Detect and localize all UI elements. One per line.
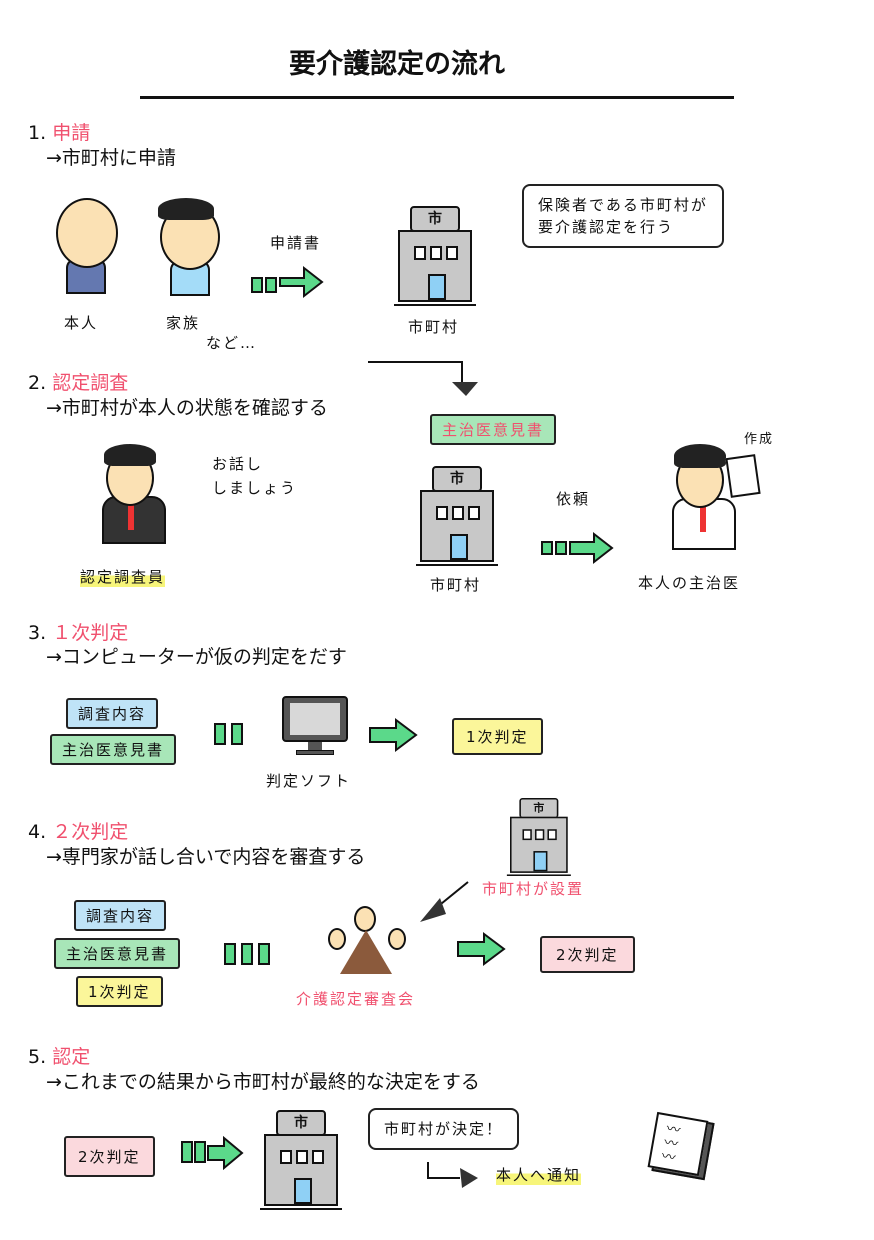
section-3-heading: 3. １次判定 xyxy=(28,622,129,644)
arrow-icon xyxy=(181,1136,244,1170)
city-hall-building-icon: 市 xyxy=(260,1110,342,1210)
result-first-judgment: 1次判定 xyxy=(452,718,543,755)
committee-meeting-icon xyxy=(326,906,410,976)
label-software: 判定ソフト xyxy=(266,772,352,790)
section-3-desc: →コンピューターが仮の判定をだす xyxy=(46,646,347,668)
doctor-illustration xyxy=(666,440,766,555)
label-request: 依頼 xyxy=(556,490,591,508)
section-5-heading: 5. 認定 xyxy=(28,1046,91,1068)
tag-survey-content: 調査内容 xyxy=(74,900,167,931)
computer-monitor-icon xyxy=(282,696,352,758)
label-city: 市町村 xyxy=(408,318,460,336)
section-2-heading: 2. 認定調査 xyxy=(28,372,129,394)
speech-bubble: 保険者である市町村が要介護認定を行う xyxy=(522,184,724,248)
label-investigator: 認定調査員 xyxy=(80,566,166,587)
section-5-desc: →これまでの結果から市町村が最終的な決定をする xyxy=(46,1071,480,1093)
speech-bubble-decision: 市町村が決定！ xyxy=(368,1108,520,1150)
section-4-heading: 4. ２次判定 xyxy=(28,821,129,843)
city-hall-building-icon: 市 xyxy=(506,798,571,876)
down-arrow-icon xyxy=(368,361,478,396)
investigator-illustration xyxy=(96,440,176,550)
label-family: 家族 xyxy=(166,314,201,332)
elderly-person-illustration xyxy=(48,198,128,298)
tag-doctor-opinion: 主治医意見書 xyxy=(430,414,557,445)
section-2-desc: →市町村が本人の状態を確認する xyxy=(46,397,328,419)
investigator-speech: お話ししましょう xyxy=(212,455,298,497)
tag-first-judgment: 1次判定 xyxy=(76,976,163,1007)
tag-doctor-opinion: 主治医意見書 xyxy=(50,734,177,765)
tag-second-judgment: 2次判定 xyxy=(64,1136,155,1177)
document-notice-icon: 〰〰〰 xyxy=(647,1111,716,1181)
label-notify: 本人へ通知 xyxy=(496,1164,582,1185)
result-second-judgment: 2次判定 xyxy=(540,936,635,973)
city-hall-building-icon: 市 xyxy=(394,206,476,306)
down-left-arrow-icon xyxy=(420,881,469,922)
page-title: 要介護認定の流れ xyxy=(289,49,505,80)
title-rule xyxy=(140,96,734,99)
label-create: 作成 xyxy=(744,432,775,447)
dash-marks-icon xyxy=(214,723,243,745)
section-1-desc: →市町村に申請 xyxy=(46,147,176,169)
dash-marks-icon xyxy=(224,943,270,965)
label-person: 本人 xyxy=(64,314,99,332)
label-city-established: 市町村が設置 xyxy=(482,880,585,898)
arrow-icon xyxy=(457,932,506,966)
arrow-icon xyxy=(251,265,324,299)
label-committee: 介護認定審査会 xyxy=(296,990,416,1008)
label-city: 市町村 xyxy=(430,576,482,594)
tag-doctor-opinion: 主治医意見書 xyxy=(54,938,181,969)
section-1-heading: 1. 申請 xyxy=(28,122,91,144)
label-doctor: 本人の主治医 xyxy=(638,574,741,592)
city-hall-building-icon: 市 xyxy=(416,466,498,566)
family-person-illustration xyxy=(152,198,232,298)
section-4-desc: →専門家が話し合いで内容を審査する xyxy=(46,846,366,868)
notify-arrow-icon xyxy=(427,1162,478,1188)
label-etc: など… xyxy=(206,334,258,352)
arrow-icon xyxy=(369,718,418,752)
arrow-icon xyxy=(541,531,614,565)
tag-survey-content: 調査内容 xyxy=(66,698,159,729)
label-application-form: 申請書 xyxy=(270,234,322,252)
